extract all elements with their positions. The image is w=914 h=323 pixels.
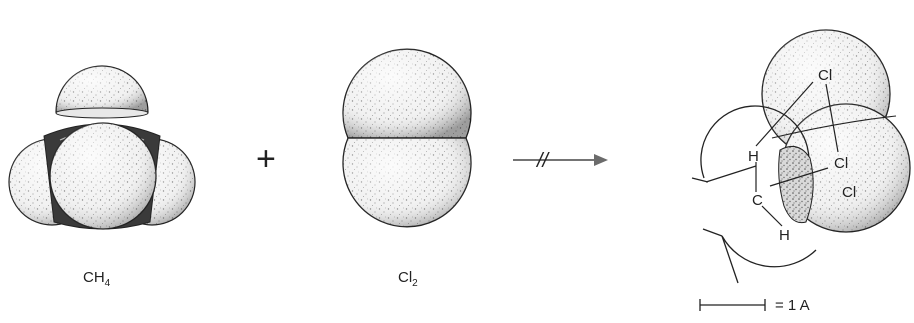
scale-bar-label: = 1 A (775, 297, 810, 314)
chlorine-sphere-top (342, 48, 472, 139)
methane-h-top-sphere (55, 65, 149, 119)
chlorine-formula: Cl2 (398, 269, 418, 289)
ts-label-cl-right: Cl (842, 184, 856, 201)
ts-label-cl-bottom: Cl (834, 155, 848, 172)
ts-cl-sphere-bottom (781, 103, 911, 233)
ts-label-h-top: H (748, 148, 759, 165)
transition-state-model: Cl Cl Cl H C H (691, 29, 911, 284)
ts-h-top-outline (700, 105, 810, 179)
ts-bond-stub-left (691, 177, 709, 183)
ts-label-cl-top: Cl (818, 67, 832, 84)
ts-overlap-region (778, 145, 814, 224)
chlorine-sphere-bottom (342, 137, 472, 228)
methane-h-front-sphere (49, 122, 157, 230)
ts-h-bottom-outline (721, 235, 817, 268)
ts-bond-stub-lower (702, 228, 723, 237)
ts-bonds (705, 81, 839, 227)
chlorine-model (342, 48, 472, 228)
methane-formula: CH4 (83, 269, 111, 289)
methane-model (8, 65, 196, 230)
plus-sign: + (256, 140, 276, 178)
ts-label-h-bottom: H (779, 227, 790, 244)
ts-bond-stub-bottom (721, 235, 739, 284)
scale-bar: = 1 A (699, 297, 810, 314)
ts-label-carbon: C (752, 192, 763, 209)
arrow-block-marks: // (535, 150, 551, 172)
ts-cl-contact-line (771, 115, 897, 139)
blocked-reaction-arrow: // (513, 150, 608, 172)
